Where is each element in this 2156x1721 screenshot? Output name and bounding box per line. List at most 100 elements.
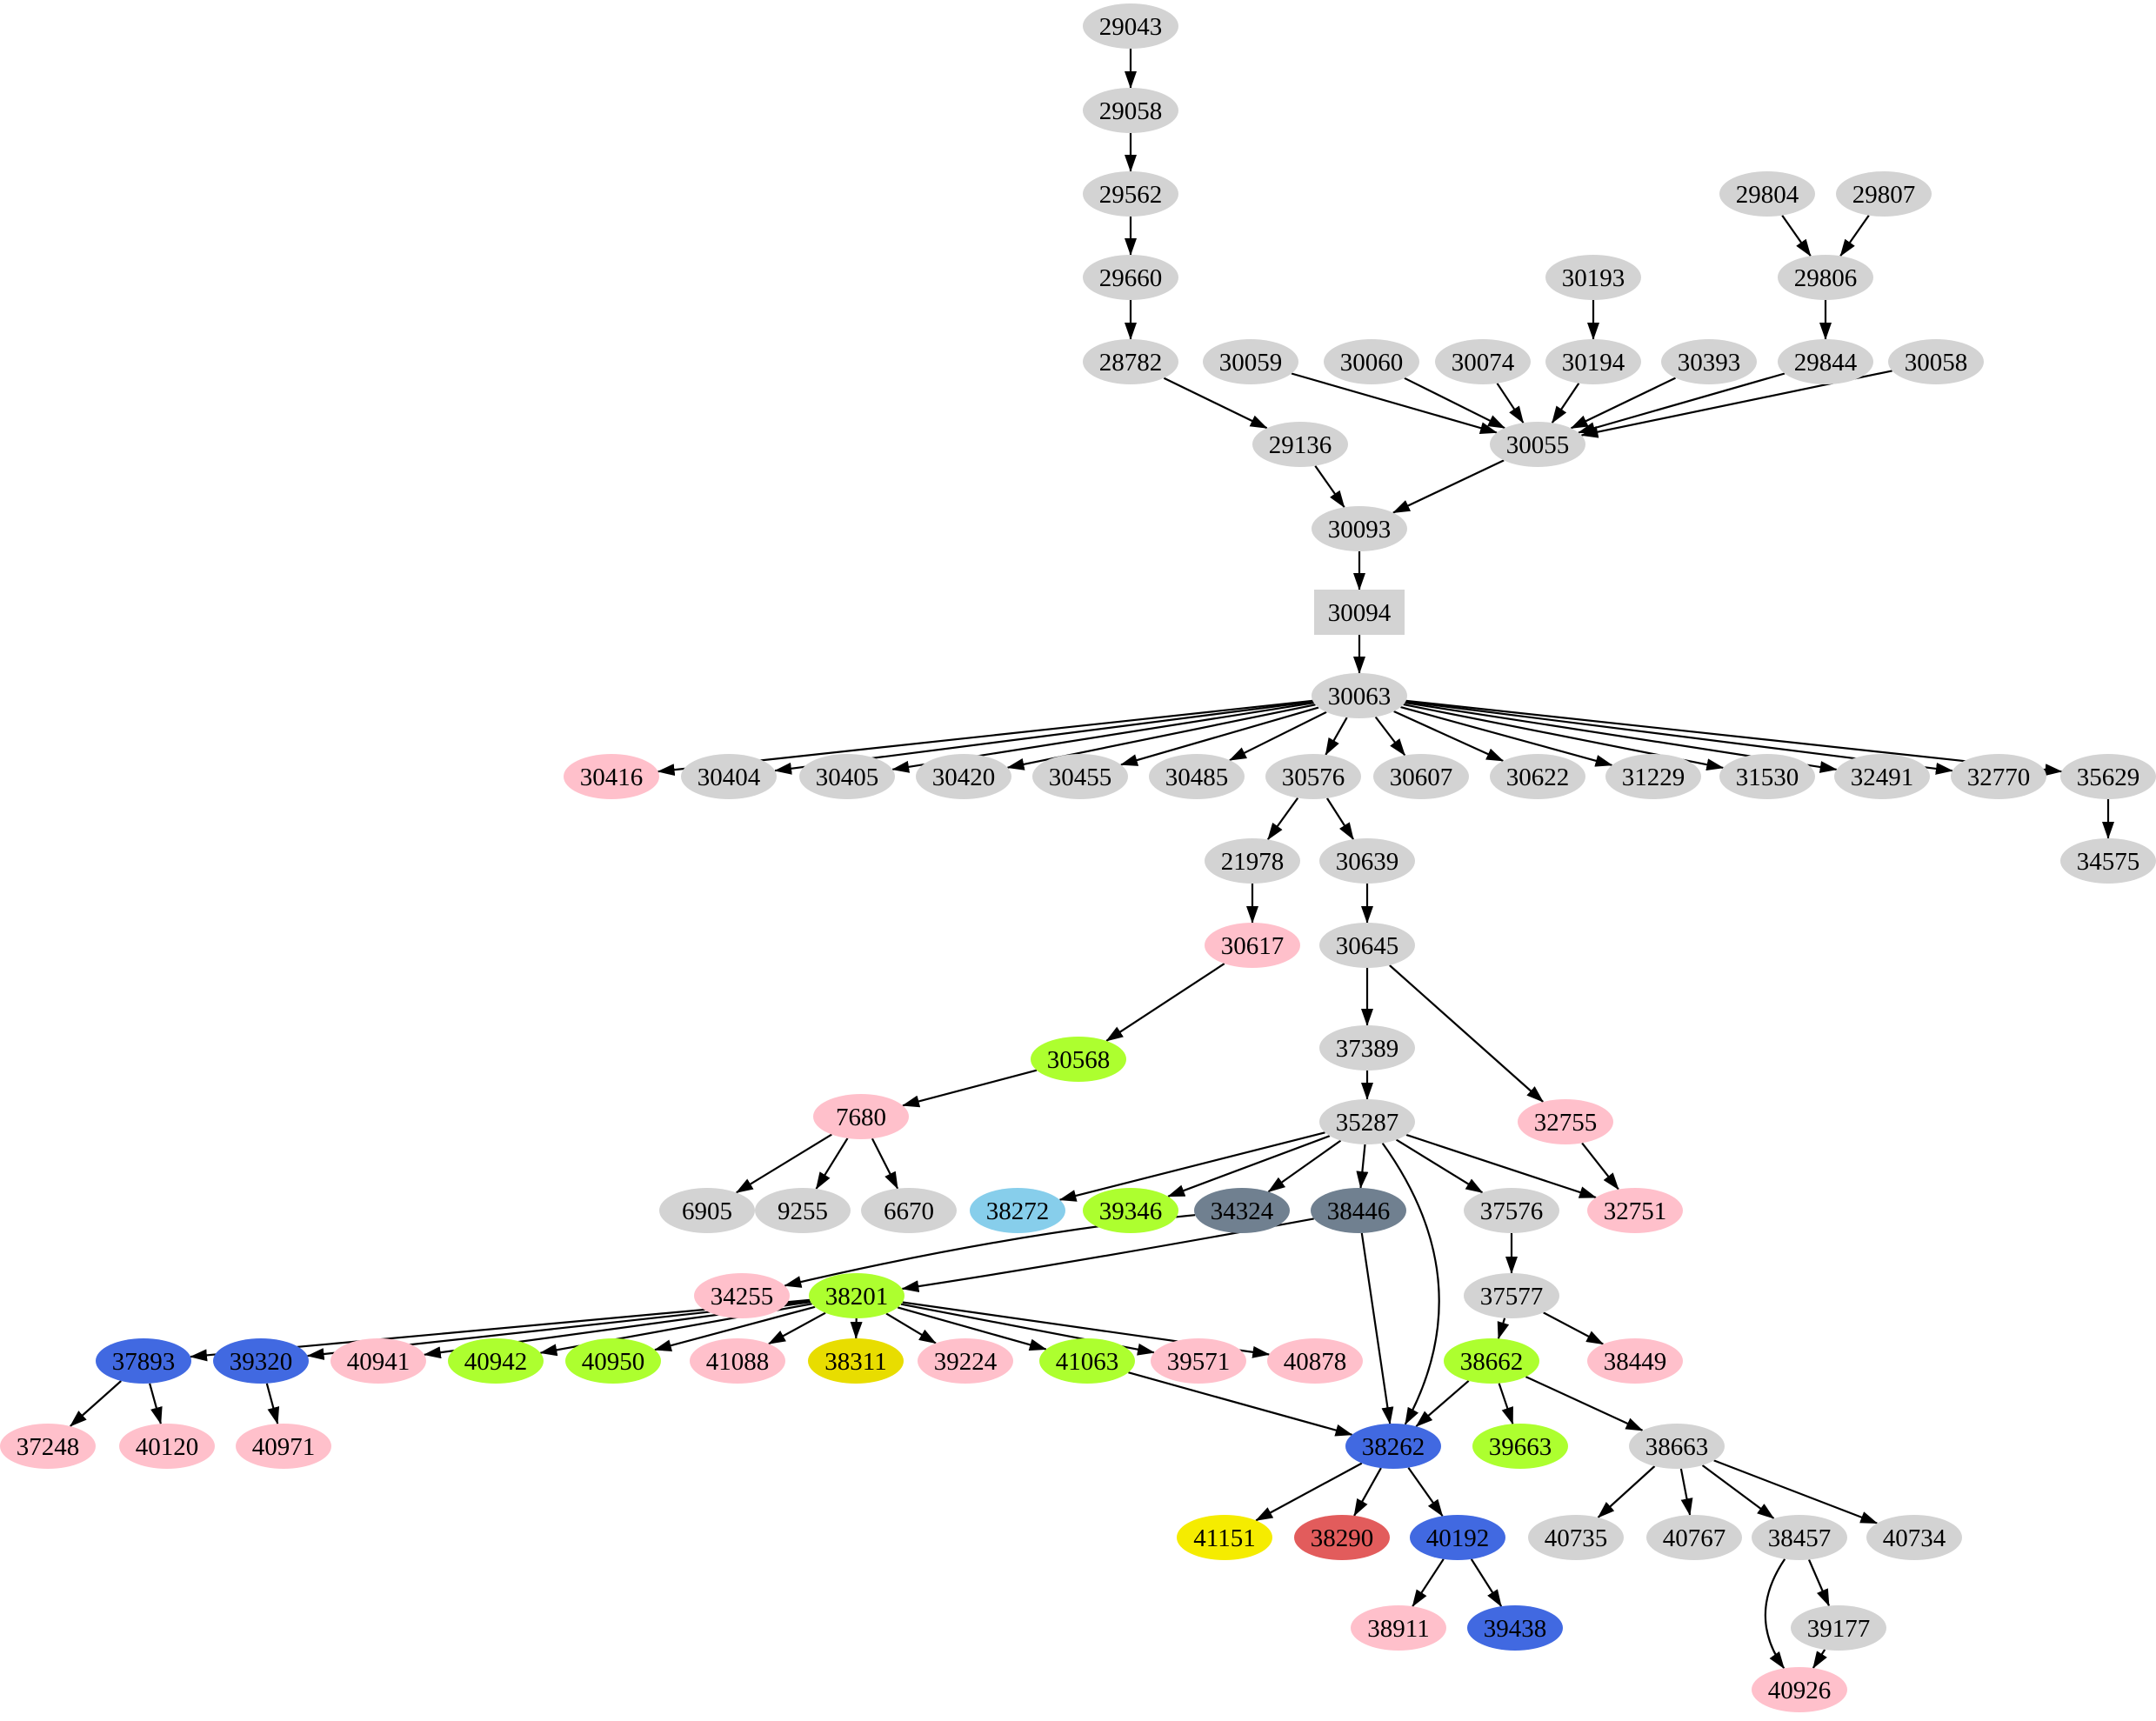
node-ellipse-37577 — [1464, 1273, 1559, 1318]
node-41063: 41063 — [1039, 1338, 1135, 1384]
node-label-41063: 41063 — [1056, 1348, 1119, 1376]
node-6670: 6670 — [861, 1188, 957, 1233]
node-29562: 29562 — [1083, 171, 1178, 217]
node-29804: 29804 — [1719, 171, 1815, 217]
node-label-30485: 30485 — [1165, 764, 1229, 791]
node-ellipse-30060 — [1324, 339, 1419, 384]
node-29660: 29660 — [1083, 255, 1178, 300]
node-41088: 41088 — [690, 1338, 785, 1384]
node-38457: 38457 — [1752, 1515, 1847, 1560]
node-35629: 35629 — [2060, 754, 2156, 799]
node-41151: 41151 — [1177, 1515, 1272, 1560]
node-ellipse-38290 — [1294, 1515, 1390, 1560]
node-ellipse-32491 — [1834, 754, 1930, 799]
edge-38201-39224 — [885, 1312, 937, 1344]
node-label-30405: 30405 — [816, 764, 879, 791]
node-ellipse-31229 — [1605, 754, 1701, 799]
node-ellipse-30420 — [916, 754, 1011, 799]
node-ellipse-40767 — [1646, 1515, 1742, 1560]
edge-30576-30639 — [1325, 797, 1355, 840]
edge-39177-40926 — [1812, 1649, 1827, 1669]
node-21978: 21978 — [1205, 838, 1300, 884]
node-ellipse-30576 — [1265, 754, 1361, 799]
node-39224: 39224 — [918, 1338, 1013, 1384]
node-30568: 30568 — [1031, 1037, 1126, 1082]
node-40735: 40735 — [1528, 1515, 1624, 1560]
node-label-6670: 6670 — [884, 1197, 934, 1225]
node-37389: 37389 — [1319, 1025, 1415, 1071]
node-ellipse-30405 — [799, 754, 895, 799]
node-label-30607: 30607 — [1390, 764, 1453, 791]
node-label-35287: 35287 — [1336, 1109, 1399, 1137]
edge-35287-37576 — [1395, 1138, 1484, 1194]
node-34575: 34575 — [2060, 838, 2156, 884]
node-label-39346: 39346 — [1099, 1197, 1163, 1225]
node-ellipse-30063 — [1312, 673, 1407, 718]
node-ellipse-37248 — [0, 1424, 96, 1469]
node-7680: 7680 — [813, 1094, 909, 1139]
node-ellipse-31530 — [1719, 754, 1815, 799]
edge-29804-29806 — [1781, 215, 1812, 257]
node-30059: 30059 — [1203, 339, 1298, 384]
node-label-30060: 30060 — [1340, 349, 1404, 377]
node-label-29844: 29844 — [1794, 349, 1858, 377]
node-ellipse-30093 — [1312, 506, 1407, 551]
node-label-31530: 31530 — [1736, 764, 1799, 791]
node-40941: 40941 — [330, 1338, 426, 1384]
node-38662: 38662 — [1444, 1338, 1539, 1384]
node-30074: 30074 — [1435, 339, 1531, 384]
node-38663: 38663 — [1629, 1424, 1725, 1469]
edge-30063-30455 — [1119, 706, 1319, 766]
node-label-38272: 38272 — [986, 1197, 1050, 1225]
node-ellipse-29562 — [1083, 171, 1178, 217]
node-40192: 40192 — [1410, 1515, 1505, 1560]
node-label-40941: 40941 — [347, 1348, 411, 1376]
node-ellipse-38457 — [1752, 1515, 1847, 1560]
node-label-30059: 30059 — [1219, 349, 1283, 377]
node-30055: 30055 — [1490, 422, 1585, 467]
node-label-40734: 40734 — [1883, 1524, 1946, 1552]
node-label-35629: 35629 — [2077, 764, 2140, 791]
node-ellipse-28782 — [1083, 339, 1178, 384]
node-ellipse-29043 — [1083, 3, 1178, 49]
node-ellipse-34575 — [2060, 838, 2156, 884]
node-39663: 39663 — [1472, 1424, 1568, 1469]
node-label-38290: 38290 — [1311, 1524, 1374, 1552]
node-ellipse-38272 — [970, 1188, 1065, 1233]
node-30622: 30622 — [1490, 754, 1585, 799]
node-label-37893: 37893 — [112, 1348, 176, 1376]
node-ellipse-39571 — [1151, 1338, 1246, 1384]
node-label-40735: 40735 — [1545, 1524, 1608, 1552]
node-ellipse-30074 — [1435, 339, 1531, 384]
edge-38201-40950 — [653, 1305, 816, 1352]
node-label-29806: 29806 — [1794, 264, 1858, 292]
node-9255: 9255 — [755, 1188, 851, 1233]
node-32751: 32751 — [1587, 1188, 1683, 1233]
edge-38663-40767 — [1679, 1468, 1693, 1517]
node-label-37389: 37389 — [1336, 1035, 1399, 1063]
edge-38663-40734 — [1713, 1459, 1879, 1524]
edge-38662-38262 — [1415, 1379, 1470, 1428]
node-ellipse-29136 — [1252, 422, 1348, 467]
edge-30063-30622 — [1393, 710, 1505, 763]
node-ellipse-40734 — [1866, 1515, 1962, 1560]
node-37248: 37248 — [0, 1424, 96, 1469]
node-30060: 30060 — [1324, 339, 1419, 384]
edge-30063-30416 — [657, 699, 1313, 777]
edge-30063-35629 — [1405, 699, 2063, 777]
edge-41063-38262 — [1128, 1371, 1353, 1437]
node-label-40192: 40192 — [1426, 1524, 1490, 1552]
node-28782: 28782 — [1083, 339, 1178, 384]
edge-30055-30093 — [1392, 459, 1505, 514]
node-ellipse-38911 — [1351, 1605, 1446, 1651]
node-label-32751: 32751 — [1604, 1197, 1667, 1225]
node-ellipse-30416 — [564, 754, 659, 799]
node-39177: 39177 — [1791, 1605, 1886, 1651]
node-ellipse-30622 — [1490, 754, 1585, 799]
node-label-30404: 30404 — [698, 764, 761, 791]
node-label-38201: 38201 — [825, 1283, 889, 1311]
node-label-30420: 30420 — [932, 764, 996, 791]
node-ellipse-40878 — [1267, 1338, 1363, 1384]
node-38201: 38201 — [809, 1273, 904, 1318]
node-label-39571: 39571 — [1167, 1348, 1231, 1376]
